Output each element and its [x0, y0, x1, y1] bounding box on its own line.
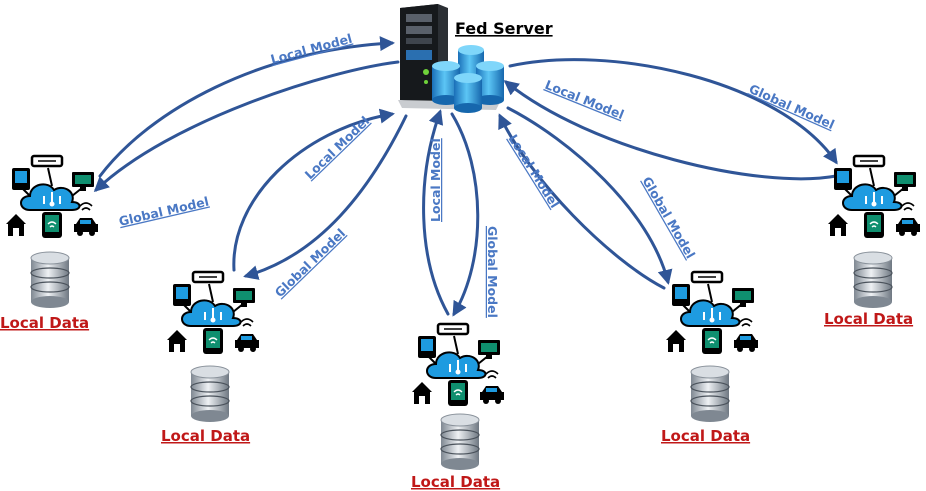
local-data-label: Local Data: [161, 427, 250, 445]
database-icon: [190, 365, 230, 423]
iot-cloud-icon: [410, 322, 506, 408]
local-data-label: Local Data: [824, 310, 913, 328]
iot-cloud-icon: [826, 154, 922, 240]
client-1: Local Data: [0, 154, 100, 332]
link-2-download-label: Global Model: [272, 226, 349, 301]
link-5-download-label: Global Model: [747, 81, 837, 132]
upload-arrow-4: [498, 113, 666, 290]
client-5: Local Data: [824, 154, 922, 328]
iot-cloud-icon: [165, 270, 261, 356]
upload-arrow-5: [503, 80, 838, 181]
client-2: Local Data: [161, 270, 261, 445]
arrow-layer: [93, 36, 838, 317]
upload-arrow-2: [232, 108, 395, 272]
local-data-label: Local Data: [661, 427, 750, 445]
download-arrow-4: [506, 106, 673, 285]
iot-cloud-icon: [664, 270, 760, 356]
database-icon: [30, 251, 70, 309]
download-arrow-5: [508, 58, 838, 165]
link-4-upload-label: Local Model: [505, 132, 562, 211]
local-data-label: Local Data: [411, 473, 500, 491]
local-data-label: Local Data: [0, 314, 89, 332]
download-arrow-1: [93, 60, 400, 193]
download-arrow-3: [450, 112, 480, 317]
client-3: Local Data: [410, 322, 506, 491]
link-1-download-label: Global Model: [117, 194, 210, 229]
database-icon: [440, 413, 480, 471]
database-icon: [853, 251, 893, 309]
iot-cloud-icon: [4, 154, 100, 240]
link-2-upload-label: Local Model: [302, 113, 373, 182]
database-cluster-icon: [432, 45, 504, 113]
server-label: Fed Server: [455, 19, 553, 38]
database-icon: [690, 365, 730, 423]
upload-arrow-3: [422, 109, 450, 316]
link-3-download-label: Global Model: [485, 226, 500, 318]
link-3-upload-label: Local Model: [428, 138, 443, 222]
upload-arrow-1: [98, 36, 395, 178]
client-4: Local Data: [661, 270, 760, 445]
server-rack-icon: [398, 4, 500, 110]
download-arrow-2: [243, 114, 408, 280]
link-4-download-label: Global Model: [639, 174, 698, 261]
fed-server: Fed Server: [398, 4, 553, 113]
